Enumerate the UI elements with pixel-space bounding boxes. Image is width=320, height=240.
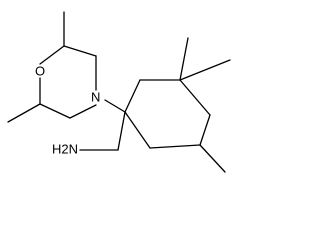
bond-n-c-lower-right xyxy=(69,104,97,119)
cyclohexane-ring xyxy=(79,37,231,173)
bond-n-c-quaternary xyxy=(104,99,126,113)
bond-o-c-upper xyxy=(39,45,65,65)
bond-c-lower-right-c-lower xyxy=(39,103,71,119)
molecule-structure-diagram: O N H2N xyxy=(7,11,231,173)
morpholine-ring xyxy=(7,11,97,123)
bond-methyl-left xyxy=(7,103,41,123)
bond-c-upper-c-upper-right xyxy=(63,45,97,57)
bond-c1-c2 xyxy=(124,79,141,113)
nitrogen-label: N xyxy=(91,89,100,104)
bond-c1-ch2 xyxy=(117,111,126,151)
oxygen-label: O xyxy=(35,63,45,78)
bond-c5-c6 xyxy=(149,144,201,149)
bond-methyl-lower-right xyxy=(199,144,226,173)
bond-c3-c4 xyxy=(179,79,211,116)
bond-gem-methyl-2 xyxy=(179,59,231,81)
amine-label: H2N xyxy=(52,141,78,156)
bond-c4-c5 xyxy=(199,114,211,146)
bond-c6-c1 xyxy=(124,111,151,149)
bond-gem-methyl-1 xyxy=(179,37,189,81)
